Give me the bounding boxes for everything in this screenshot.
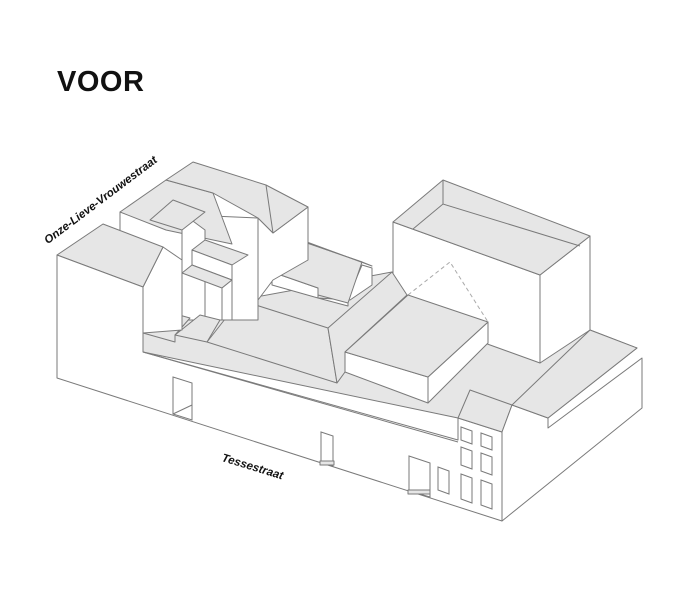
right-roof-edge (511, 329, 638, 419)
corner-house-windows (460, 426, 493, 510)
middle-box-roof (344, 294, 489, 378)
tower-roof (149, 199, 206, 231)
mid-building-wall (271, 264, 373, 307)
view-title: VOOR (57, 66, 145, 98)
door (320, 431, 334, 467)
tall-block-roof (392, 179, 591, 276)
step-wall-2 (221, 279, 233, 321)
back-roof-b (165, 161, 309, 234)
window (437, 466, 450, 495)
low-roof-left-2 (174, 314, 221, 343)
door (408, 455, 431, 498)
door (172, 376, 193, 421)
demolished-outline (407, 261, 489, 323)
